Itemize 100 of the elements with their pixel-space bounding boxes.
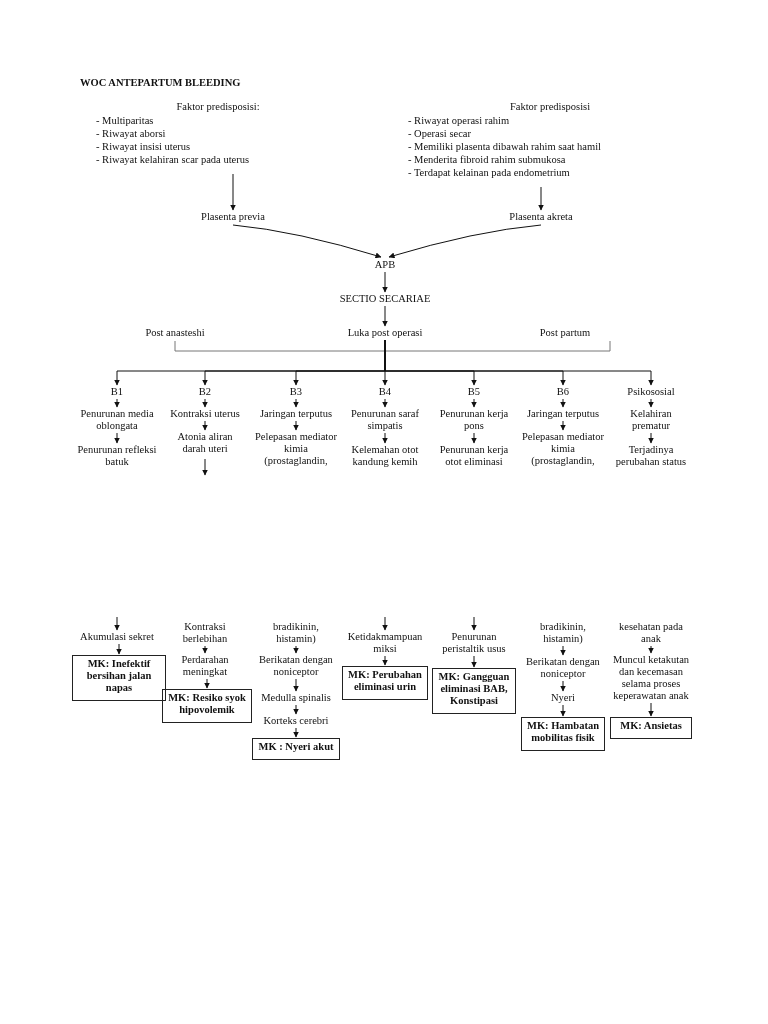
- node-label: Akumulasi sekret: [71, 631, 163, 643]
- arrow: [560, 680, 566, 692]
- node-label: Plasenta previa: [183, 211, 283, 223]
- node-label: Jaringan terputus: [251, 408, 341, 420]
- arrow: [560, 420, 566, 431]
- list-item: - Riwayat aborsi: [96, 127, 167, 140]
- list-heading: Faktor predisposisi: [508, 101, 592, 113]
- arrow: [648, 702, 654, 717]
- node-label: B1: [72, 386, 162, 398]
- node-label: Nyeri: [518, 692, 608, 704]
- arrow: [204, 678, 210, 689]
- node-label: Jaringan terputus: [518, 408, 608, 420]
- node-label: Medulla spinalis: [251, 692, 341, 704]
- arrow: [293, 678, 299, 692]
- node-label: Atonia aliran darah uteri: [170, 431, 240, 455]
- diagnosis-box: MK: Resiko syok hipovolemik: [162, 689, 252, 723]
- list-item: - Menderita fibroid rahim submukosa: [408, 153, 567, 166]
- arrow: [202, 645, 208, 654]
- diagnosis-box: MK : Nyeri akut: [252, 738, 340, 760]
- arrow: [293, 727, 299, 738]
- arrow: [471, 432, 477, 444]
- node-label: kesehatan pada anak: [612, 621, 690, 645]
- arrow: [471, 398, 477, 408]
- node-label: Terjadinya perubahan status: [609, 444, 693, 468]
- list-item: - Memiliki plasenta dibawah rahim saat hamil: [408, 140, 603, 153]
- node-label: Penurunan media oblongata: [78, 408, 156, 432]
- node-label: B6: [518, 386, 608, 398]
- diagnosis-box: MK: Gangguan eliminasi BAB, Konstipasi: [432, 668, 516, 714]
- node-label: Luka post operasi: [330, 327, 440, 339]
- diagnosis-box: MK: Inefektif bersihan jalan napas: [72, 655, 166, 701]
- node-label: Kelahiran prematur: [612, 408, 690, 432]
- diagnosis-box: MK: Ansietas: [610, 717, 692, 739]
- list-item: - Riwayat insisi uterus: [96, 140, 192, 153]
- arrow: [114, 616, 120, 631]
- node-label: Penurunan refleksi batuk: [75, 444, 159, 468]
- node-label: Muncul ketakutan dan kecemasan selama proses keperawatan anak: [606, 654, 696, 702]
- arrow: [471, 616, 477, 631]
- arrow: [382, 398, 388, 408]
- diagnosis-box: MK: Perubahan eliminasi urin: [342, 666, 428, 700]
- arrow: [538, 186, 544, 211]
- node-label: B5: [429, 386, 519, 398]
- node-label: Korteks cerebri: [251, 715, 341, 727]
- node-label: Kelemahan otot kandung kemih: [343, 444, 427, 468]
- node-label: Plasenta akreta: [491, 211, 591, 223]
- node-label: Post partum: [520, 327, 610, 339]
- arrow: [230, 173, 236, 211]
- node-label: Berikatan dengan noniceptor: [517, 656, 609, 680]
- node-label: APB: [355, 259, 415, 271]
- list-item: - Operasi secar: [408, 127, 472, 140]
- arrow: [560, 398, 566, 408]
- node-label: Post anasteshi: [125, 327, 225, 339]
- arrow: [648, 432, 654, 444]
- arrow: [293, 704, 299, 715]
- title: WOC ANTEPARTUM BLEEDING: [80, 77, 241, 89]
- arrow: [232, 224, 382, 259]
- node-label: Berikatan dengan noniceptor: [250, 654, 342, 678]
- arrow: [293, 420, 299, 431]
- arrow: [293, 398, 299, 408]
- node-label: Kontraksi berlebihan: [170, 621, 240, 645]
- node-label: Perdarahan meningkat: [165, 654, 245, 678]
- node-label: B3: [251, 386, 341, 398]
- arrow: [471, 655, 477, 668]
- arrow: [382, 432, 388, 444]
- arrow: [202, 458, 208, 476]
- node-label: Pelepasan mediator kimia (prostaglandin,: [521, 431, 605, 467]
- list-item: - Multiparitas: [96, 114, 155, 127]
- arrow: [560, 645, 566, 656]
- node-label: SECTIO SECARIAE: [325, 293, 445, 305]
- list-item: - Riwayat operasi rahim: [408, 114, 511, 127]
- node-label: B4: [340, 386, 430, 398]
- arrow: [382, 616, 388, 631]
- node-label: B2: [160, 386, 250, 398]
- node-label: Kontraksi uterus: [160, 408, 250, 420]
- arrow: [384, 339, 654, 386]
- arrow: [382, 271, 388, 293]
- arrow: [382, 305, 388, 327]
- node-label: Penurunan peristaltik usus: [432, 631, 516, 655]
- list-item: - Riwayat kelahiran scar pada uterus: [96, 153, 251, 166]
- node-label: bradikinin, histamin): [528, 621, 598, 645]
- arrow: [388, 224, 542, 259]
- diagnosis-box: MK: Hambatan mobilitas fisik: [521, 717, 605, 751]
- node-label: Penurunan kerja pons: [435, 408, 513, 432]
- arrow: [202, 398, 208, 408]
- list-heading: Faktor predisposisi:: [175, 101, 261, 113]
- node-label: Pelepasan mediator kimia (prostaglandin,: [254, 431, 338, 467]
- arrow: [116, 643, 122, 655]
- node-label: Ketidakmampuan miksi: [339, 631, 431, 655]
- arrow: [382, 655, 388, 666]
- list-item: - Terdapat kelainan pada endometrium: [408, 166, 571, 179]
- arrow: [114, 398, 120, 408]
- node-label: Penurunan kerja otot eliminasi: [432, 444, 516, 468]
- arrow: [648, 398, 654, 408]
- connector-line: [174, 340, 611, 352]
- arrow: [648, 645, 654, 654]
- arrow: [114, 432, 120, 444]
- node-label: bradikinin, histamin): [261, 621, 331, 645]
- node-label: Penurunan saraf simpatis: [346, 408, 424, 432]
- arrow: [293, 645, 299, 654]
- node-label: Psikososial: [606, 386, 696, 398]
- arrow: [560, 704, 566, 717]
